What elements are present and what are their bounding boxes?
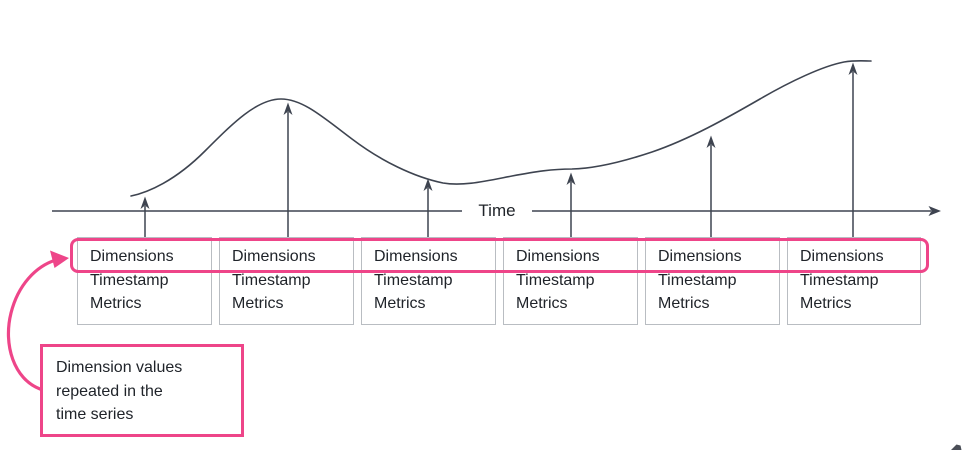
record-field-timestamp: Timestamp (374, 271, 453, 289)
sample-arrow-3 (423, 178, 433, 237)
record-field-dimensions: Dimensions (800, 248, 884, 265)
annotation-arrowhead-icon (50, 250, 69, 268)
record-box-2: Dimensions Timestamp Metrics (219, 237, 354, 325)
record-box-5: Dimensions Timestamp Metrics (645, 237, 780, 325)
record-box-1: Dimensions Timestamp Metrics (77, 237, 212, 325)
dimensions-highlight-band (70, 238, 929, 273)
record-field-dimensions: Dimensions (90, 248, 174, 265)
record-field-dimensions: Dimensions (374, 248, 458, 265)
sample-arrow-6 (848, 62, 858, 237)
record-box-3: Dimensions Timestamp Metrics (361, 237, 496, 325)
record-field-timestamp: Timestamp (232, 271, 311, 289)
annotation-callout: Dimension values repeated in the time se… (40, 344, 244, 437)
sample-arrowhead-icon (706, 135, 716, 148)
record-field-metrics: Metrics (374, 295, 426, 312)
sample-arrow-2 (283, 102, 293, 237)
record-field-metrics: Metrics (658, 295, 710, 312)
record-box-6: Dimensions Timestamp Metrics (787, 237, 921, 325)
record-field-timestamp: Timestamp (90, 271, 169, 289)
corner-artifact (951, 444, 962, 450)
sample-arrow-1 (140, 196, 150, 237)
sample-arrowhead-icon (848, 62, 858, 75)
sample-arrow-4 (566, 172, 576, 237)
record-field-metrics: Metrics (800, 295, 852, 312)
record-field-timestamp: Timestamp (658, 271, 737, 289)
record-field-dimensions: Dimensions (658, 248, 742, 265)
sample-arrowhead-icon (566, 172, 576, 185)
record-field-dimensions: Dimensions (232, 248, 316, 265)
record-field-dimensions: Dimensions (516, 248, 600, 265)
metric-curve (130, 59, 872, 197)
record-field-metrics: Metrics (232, 295, 284, 312)
time-axis-arrowhead-icon (928, 206, 941, 216)
sample-arrowhead-icon (140, 196, 150, 209)
record-field-metrics: Metrics (90, 295, 142, 312)
annotation-text-line: repeated in the (56, 382, 163, 400)
sample-arrowhead-icon (423, 178, 433, 191)
annotation-text-line: time series (56, 406, 134, 423)
sample-arrowhead-icon (283, 102, 293, 115)
record-field-timestamp: Timestamp (516, 271, 595, 289)
sample-arrow-5 (706, 135, 716, 237)
annotation-text-line: Dimension values (56, 359, 183, 376)
record-box-4: Dimensions Timestamp Metrics (503, 237, 638, 325)
time-axis-label: Time (462, 201, 532, 221)
record-field-metrics: Metrics (516, 295, 568, 312)
record-field-timestamp: Timestamp (800, 271, 879, 289)
